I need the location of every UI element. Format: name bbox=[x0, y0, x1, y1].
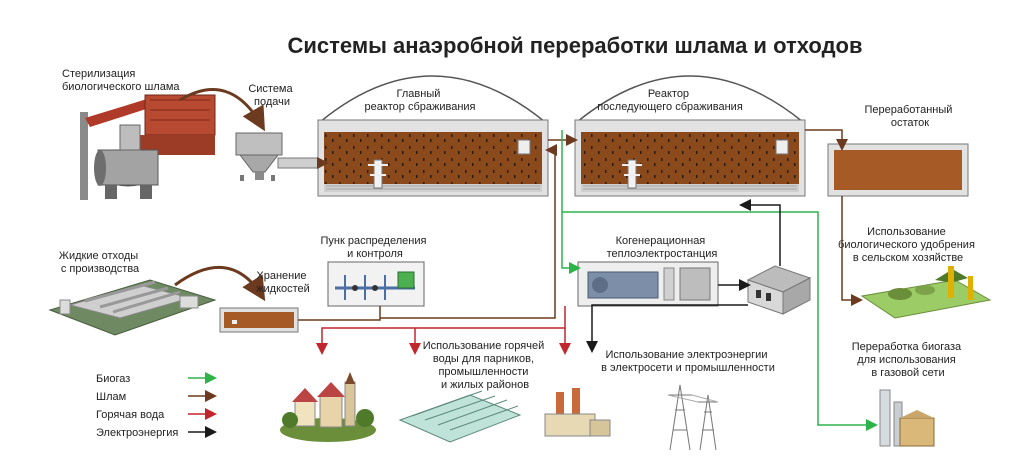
feed-system-label: Система подачи bbox=[248, 83, 295, 108]
liquid-waste-label: Жидкие отходы с производства bbox=[59, 250, 141, 275]
biogas-post-to-grid bbox=[562, 211, 878, 431]
legend: Биогаз Шлам Горячая вода Электроэнергия bbox=[96, 372, 217, 439]
biogas-main-to-chp bbox=[561, 130, 581, 274]
factory-complex bbox=[48, 279, 217, 336]
distribution-point-label: Пунк распределения и контроля bbox=[321, 235, 430, 260]
legend-item-hot-water: Горячая вода bbox=[96, 408, 217, 421]
svg-text:Биогаз: Биогаз bbox=[96, 373, 130, 385]
greenhouses bbox=[398, 390, 522, 443]
electricity-to-reactor bbox=[739, 199, 781, 266]
hot-water-use-label: Использование горячей воды для парников,… bbox=[423, 340, 548, 391]
post-reactor bbox=[574, 75, 806, 197]
fertilizer-use-label: Использование биологического удобрения в… bbox=[838, 226, 978, 264]
factory-to-storage-arrow bbox=[174, 265, 266, 302]
industrial-plant bbox=[544, 388, 611, 437]
svg-text:Электроэнергия: Электроэнергия bbox=[96, 427, 178, 439]
sterilization-unit bbox=[80, 94, 216, 200]
sludge-residue-to-field bbox=[841, 196, 863, 306]
gas-plant bbox=[879, 389, 935, 447]
hot-water-distribution bbox=[316, 306, 566, 355]
distribution-control-unit bbox=[327, 261, 425, 307]
chp-label: Когенерационная теплоэлектростанция bbox=[607, 235, 718, 260]
svg-text:Шлам: Шлам bbox=[96, 391, 126, 403]
liquid-storage-label: Хранение жидкостей bbox=[256, 270, 310, 295]
sludge-post-to-residue bbox=[805, 129, 848, 151]
farm-field bbox=[860, 266, 992, 319]
transformer-substation bbox=[746, 265, 812, 315]
electricity-to-grid bbox=[586, 304, 748, 353]
diagram-title: Системы анаэробной переработки шлама и о… bbox=[288, 33, 863, 58]
legend-item-biogas: Биогаз bbox=[96, 372, 217, 385]
chp-plant bbox=[577, 261, 719, 307]
liquid-storage-tank bbox=[219, 307, 299, 333]
residue-tank bbox=[827, 143, 969, 197]
main-reactor-label: Главный реактор сбраживания bbox=[364, 88, 475, 113]
post-reactor-label: Реактор последующего сбраживания bbox=[597, 88, 743, 113]
feed-hopper bbox=[235, 132, 321, 181]
sterilization-to-feed-arrow bbox=[179, 88, 265, 132]
sludge-distribution-to-main bbox=[380, 144, 557, 319]
legend-item-electricity: Электроэнергия bbox=[96, 426, 217, 439]
electricity-use-label: Использование электроэнергии в электросе… bbox=[601, 349, 775, 374]
main-reactor bbox=[317, 75, 549, 197]
biogas-processing-label: Переработка биогаза для использования в … bbox=[852, 341, 965, 379]
sterilization-label: Стерилизация биологического шлама bbox=[62, 68, 180, 93]
legend-item-sludge: Шлам bbox=[96, 390, 217, 403]
processed-residue-label: Переработанный остаток bbox=[865, 104, 956, 129]
sludge-storage-to-main bbox=[298, 306, 381, 321]
village-houses bbox=[280, 372, 376, 442]
svg-text:Горячая вода: Горячая вода bbox=[96, 409, 165, 421]
power-pylons bbox=[667, 384, 719, 451]
